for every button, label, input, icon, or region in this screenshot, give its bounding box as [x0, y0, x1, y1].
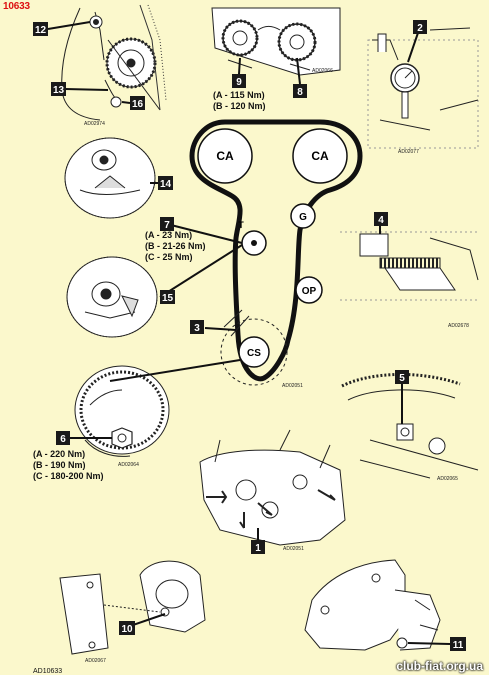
belt-tooth-detail — [340, 231, 480, 301]
callout-12: 12 — [33, 22, 48, 36]
torque-line: (C - 25 Nm) — [145, 252, 193, 262]
pump-bracket-detail — [59, 560, 206, 655]
callout-1: 1 — [251, 540, 265, 554]
tensioner-label: T — [238, 220, 244, 230]
bottom-code: AD10633 — [33, 668, 63, 675]
flywheel-locking-detail — [341, 373, 479, 479]
callout-15: 15 — [160, 290, 175, 304]
torque-line: (C - 180-200 Nm) — [33, 471, 104, 481]
callout-3: 3 — [190, 320, 204, 334]
svg-text:9: 9 — [236, 77, 242, 88]
svg-text:4: 4 — [378, 215, 384, 226]
engine-mount-detail — [304, 559, 441, 651]
svg-text:12: 12 — [35, 25, 47, 36]
svg-text:2: 2 — [417, 23, 423, 34]
svg-text:14: 14 — [160, 179, 172, 190]
callout-10: 10 — [119, 621, 135, 635]
callout-14: 14 — [158, 176, 173, 190]
svg-text:5: 5 — [399, 373, 405, 384]
callout-9: 9 — [232, 74, 246, 88]
sub-code: AD02064 — [118, 462, 139, 468]
sub-code: AD02077 — [398, 149, 419, 155]
callout-8: 8 — [293, 84, 307, 98]
svg-text:16: 16 — [132, 99, 144, 110]
sub-code: AD02051 — [283, 546, 304, 552]
tensioner-pulley-top — [64, 137, 156, 219]
callout-6: 6 — [56, 431, 70, 445]
svg-text:11: 11 — [453, 640, 464, 651]
svg-text:8: 8 — [297, 87, 303, 98]
callout-13: 13 — [51, 82, 66, 96]
torque-line: (B - 120 Nm) — [213, 101, 266, 111]
torque-line: (B - 21-26 Nm) — [145, 241, 206, 251]
sub-code: AD02067 — [85, 658, 106, 664]
svg-text:6: 6 — [60, 434, 66, 445]
idler-label: G — [299, 212, 307, 223]
torque-item7: (A - 23 Nm) (B - 21-26 Nm) (C - 25 Nm) — [145, 230, 206, 263]
figure-code: 10633 — [3, 1, 30, 12]
callout-11: 11 — [450, 637, 466, 651]
svg-text:13: 13 — [53, 85, 65, 96]
svg-text:7: 7 — [164, 220, 170, 231]
callout-16: 16 — [130, 96, 145, 110]
crankshaft-label: CS — [247, 348, 261, 359]
dial-gauge-detail — [367, 27, 479, 149]
sub-code: AD02678 — [448, 323, 469, 329]
camshaft-locking-detail — [211, 7, 341, 76]
svg-text:1: 1 — [255, 543, 261, 554]
sub-code: AD02974 — [84, 121, 105, 127]
oil-pump-label: OP — [302, 286, 317, 297]
crankshaft-sprocket-detail — [74, 365, 170, 457]
watermark: club-fiat.org.ua — [396, 659, 483, 673]
torque-line: (B - 190 Nm) — [33, 460, 86, 470]
svg-text:3: 3 — [194, 323, 200, 334]
sub-code: AD02051 — [282, 383, 303, 389]
belt-routing: CA CA G OP CS T — [189, 119, 363, 386]
camshaft-right-label: CA — [311, 149, 329, 163]
camshaft-left-label: CA — [216, 149, 234, 163]
camshaft-pulley-detail — [61, 4, 167, 121]
callout-7: 7 — [160, 217, 174, 231]
callout-4: 4 — [374, 212, 388, 226]
torque-line: (A - 220 Nm) — [33, 449, 86, 459]
torque-item6: (A - 220 Nm) (B - 190 Nm) (C - 180-200 N… — [33, 449, 104, 482]
engine-underside-detail — [199, 429, 346, 546]
svg-text:10: 10 — [121, 624, 133, 635]
callout-2: 2 — [413, 20, 427, 34]
torque-item9: (A - 115 Nm) (B - 120 Nm) — [213, 90, 266, 112]
torque-line: (A - 23 Nm) — [145, 230, 193, 240]
tensioner-pulley-bottom — [66, 256, 158, 338]
callout-5: 5 — [395, 370, 409, 384]
sub-code: AD02066 — [312, 68, 333, 74]
torque-line: (A - 115 Nm) — [213, 90, 265, 100]
svg-text:15: 15 — [162, 293, 174, 304]
sub-code: AD02065 — [437, 476, 458, 482]
